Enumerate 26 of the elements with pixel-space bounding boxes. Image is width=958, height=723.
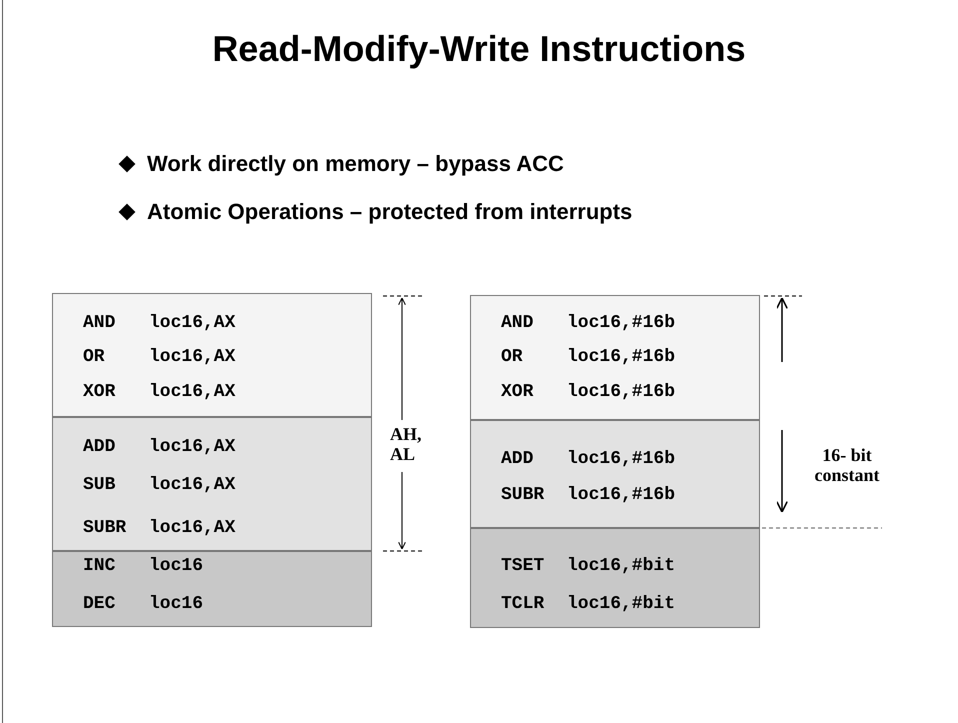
instruction-group bbox=[470, 295, 760, 420]
instruction-text: DEC loc16 bbox=[83, 593, 204, 615]
instruction-group bbox=[52, 417, 372, 551]
dimension-label: AH, AL bbox=[390, 424, 422, 464]
instruction-text: AND loc16,#16b bbox=[501, 312, 676, 334]
instruction-text: XOR loc16,#16b bbox=[501, 381, 676, 403]
instruction-text: TSET loc16,#bit bbox=[501, 555, 676, 577]
instruction-text: ADD loc16,AX bbox=[83, 436, 236, 458]
instruction-text: OR loc16,#16b bbox=[501, 346, 676, 368]
instruction-group bbox=[52, 551, 372, 627]
slide-title: Read-Modify-Write Instructions bbox=[211, 28, 747, 70]
instruction-text: OR loc16,AX bbox=[83, 346, 236, 368]
dimension-label: 16- bit constant bbox=[813, 445, 880, 485]
instruction-text: ADD loc16,#16b bbox=[501, 448, 676, 470]
instruction-group bbox=[470, 528, 760, 628]
instruction-group bbox=[470, 420, 760, 528]
bullet-text: Atomic Operations – protected from interrupts bbox=[147, 199, 632, 225]
instruction-text: SUBR loc16,AX bbox=[83, 517, 236, 539]
instruction-text: SUB loc16,AX bbox=[83, 474, 236, 496]
instruction-text: AND loc16,AX bbox=[83, 312, 236, 334]
instruction-text: INC loc16 bbox=[83, 555, 204, 577]
bullet-text: Work directly on memory – bypass ACC bbox=[147, 151, 564, 177]
instruction-text: TCLR loc16,#bit bbox=[501, 593, 676, 615]
instruction-group bbox=[52, 293, 372, 417]
instruction-text: SUBR loc16,#16b bbox=[501, 484, 676, 506]
instruction-text: XOR loc16,AX bbox=[83, 381, 236, 403]
